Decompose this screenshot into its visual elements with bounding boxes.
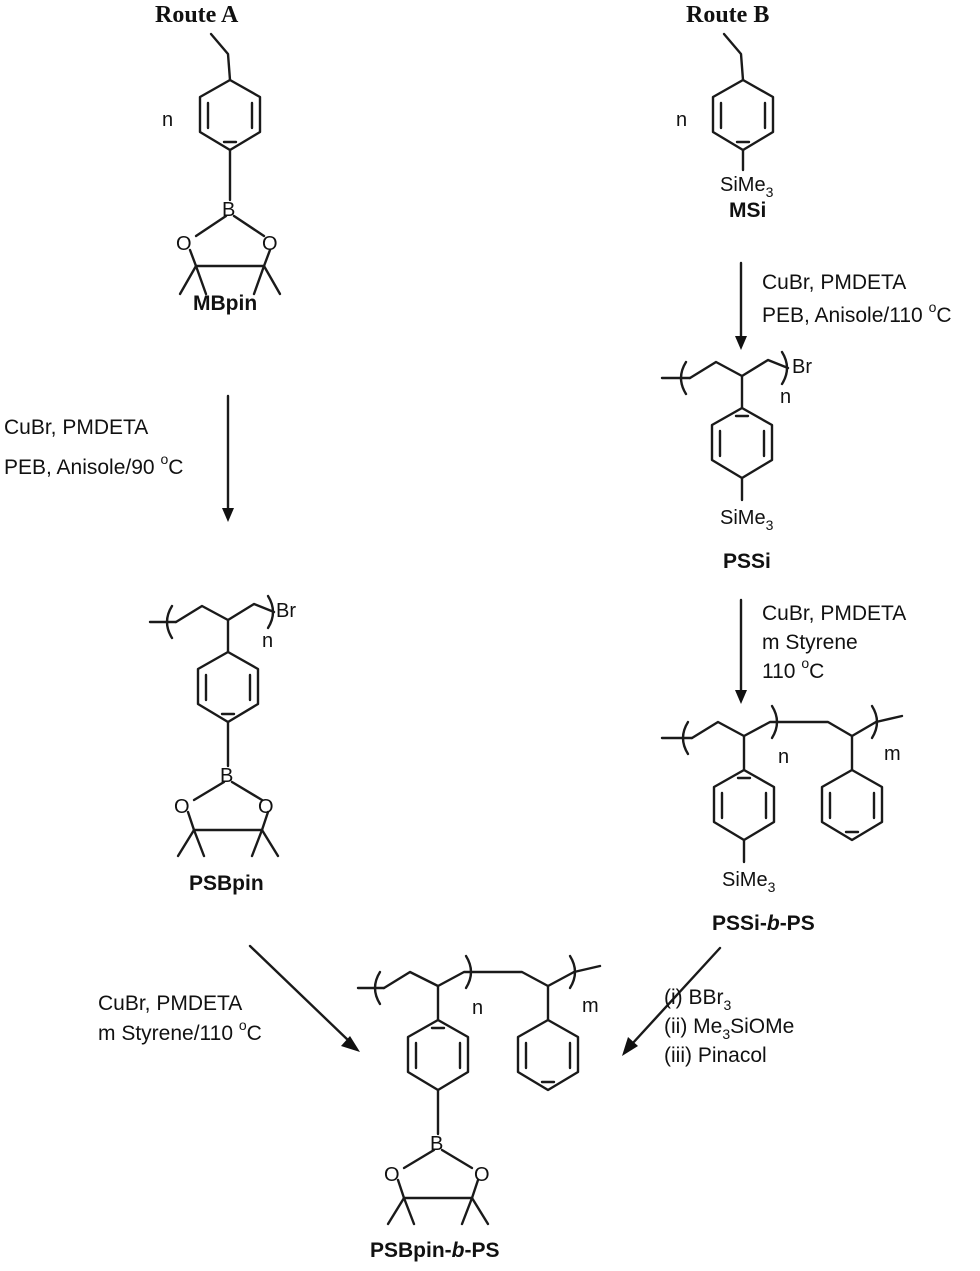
mbpin-boron: B bbox=[222, 199, 235, 221]
pssi-bromine: Br bbox=[792, 356, 812, 378]
psbpin-structure bbox=[148, 594, 280, 858]
mbpin-label: MBpin bbox=[193, 292, 257, 315]
psbpin-b-ps-repeat-n: n bbox=[472, 997, 483, 1019]
route-a-title: Route A bbox=[155, 2, 239, 28]
msi-structure bbox=[711, 32, 775, 172]
route-b-title: Route B bbox=[686, 2, 769, 28]
arrow-a2 bbox=[248, 944, 352, 1044]
conditions-a1-line1: CuBr, PMDETA bbox=[4, 416, 148, 439]
psbpin-oxygen-right: O bbox=[258, 796, 274, 818]
conditions-b3-line3: (iii) Pinacol bbox=[664, 1044, 767, 1067]
psbpin-b-ps-label: PSBpin-b-PS bbox=[370, 1239, 500, 1262]
conditions-a2-line2: m Styrene/110 oC bbox=[98, 1017, 262, 1045]
conditions-b1-line1: CuBr, PMDETA bbox=[762, 271, 906, 294]
msi-label: MSi bbox=[729, 199, 766, 222]
pssi-b-ps-label: PSSi-b-PS bbox=[712, 912, 815, 935]
conditions-a2-line1: CuBr, PMDETA bbox=[98, 992, 242, 1015]
mbpin-repeat-n: n bbox=[162, 109, 173, 131]
mbpin-oxygen-right: O bbox=[262, 233, 278, 255]
arrow-b3 bbox=[630, 946, 722, 1046]
psbpin-b-ps-boron: B bbox=[430, 1133, 443, 1155]
psbpin-b-ps-oxygen-left: O bbox=[384, 1164, 400, 1186]
pssi-b-ps-repeat-n: n bbox=[778, 746, 789, 768]
msi-sime3: SiMe3 bbox=[720, 174, 774, 200]
psbpin-b-ps-structure bbox=[356, 954, 602, 1226]
conditions-b3-line1: (i) BBr3 bbox=[664, 986, 732, 1013]
pssi-repeat-n: n bbox=[780, 386, 791, 408]
msi-repeat-n: n bbox=[676, 109, 687, 131]
conditions-b3-line2: (ii) Me3SiOMe bbox=[664, 1015, 794, 1042]
psbpin-bromine: Br bbox=[276, 600, 296, 622]
pssi-b-ps-repeat-m: m bbox=[884, 743, 901, 765]
conditions-b2-line3: 110 oC bbox=[762, 655, 824, 683]
pssi-b-ps-structure bbox=[660, 704, 904, 864]
pssi-structure bbox=[660, 350, 790, 502]
mbpin-structure bbox=[178, 32, 282, 296]
pssi-b-ps-sime3: SiMe3 bbox=[722, 869, 776, 895]
psbpin-b-ps-repeat-m: m bbox=[582, 995, 599, 1017]
conditions-b1-line2: PEB, Anisole/110 oC bbox=[762, 299, 952, 327]
conditions-b2-line1: CuBr, PMDETA bbox=[762, 602, 906, 625]
pssi-sime3: SiMe3 bbox=[720, 507, 774, 533]
pssi-label: PSSi bbox=[723, 550, 771, 573]
conditions-a1-line2: PEB, Anisole/90 oC bbox=[4, 451, 183, 479]
psbpin-boron: B bbox=[220, 765, 233, 787]
psbpin-b-ps-oxygen-right: O bbox=[474, 1164, 490, 1186]
conditions-b2-line2: m Styrene bbox=[762, 631, 858, 654]
psbpin-oxygen-left: O bbox=[174, 796, 190, 818]
mbpin-oxygen-left: O bbox=[176, 233, 192, 255]
psbpin-repeat-n: n bbox=[262, 630, 273, 652]
psbpin-label: PSBpin bbox=[189, 872, 264, 895]
